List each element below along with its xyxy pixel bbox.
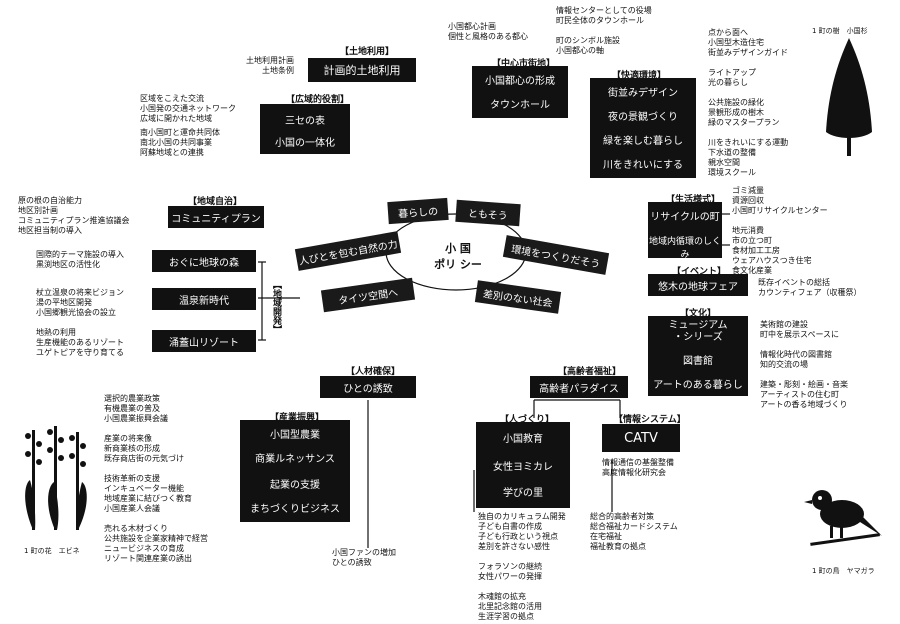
lifestyle-box: リサイクルの町 地域内循環のしくみ <box>648 202 722 260</box>
central-item-1: 小国都心の形成 <box>485 76 555 87</box>
industry-item-2: 商業ルネッサンス <box>255 454 335 465</box>
event-notes: 既存イベントの総括 カウンティフェア（収穫祭） <box>758 278 862 297</box>
regional-dev-box-3: 涌蓋山リゾート <box>152 330 256 352</box>
industry-notes: 選択的農業政策 有機農業の普及 小国農業振興会議 産業の将来像 新商業核の形成 … <box>104 394 208 563</box>
comfort-header: 【快適環境】 <box>612 71 667 81</box>
elderly-box: 高齢者パラダイス <box>530 376 628 398</box>
culture-item-3: アートのある暮らし <box>653 380 743 391</box>
education-item-3: 学びの里 <box>503 488 543 499</box>
petal-top-left: 暮らしの <box>387 197 449 225</box>
culture-header: 【文化】 <box>680 309 717 319</box>
info-sys-header: 【情報システム】 <box>614 415 686 425</box>
lifestyle-notes: ゴミ減量 資源回収 小国町リサイクルセンター 地元消費 市の立つ町 食材加工工房… <box>732 186 828 275</box>
lifestyle-item-1: リサイクルの町 <box>650 212 720 223</box>
flower-caption: 1 町の花 エビネ <box>24 547 80 555</box>
regional-dev-header: 【地域開発】 <box>271 280 281 334</box>
regional-item-2: 小国の一体化 <box>275 138 335 149</box>
center-title-line2: ポリ シー <box>434 258 482 271</box>
lifestyle-header: 【生活様式】 <box>666 195 721 205</box>
comfort-item-3: 緑を楽しむ暮らし <box>603 136 683 147</box>
culture-notes: 美術館の建設 町中を展示スペースに 情報化時代の図書館 知的交流の場 建築・彫刻… <box>760 320 848 409</box>
tree-caption: 1 町の樹 小国杉 <box>812 27 868 35</box>
regional-notes-2: 南小国町と運命共同体 南北小国の共同事業 阿蘇地域との連携 <box>140 128 220 157</box>
elderly-header: 【高齢者福祉】 <box>558 367 622 377</box>
industry-item-3: 起業の支援 <box>270 480 320 491</box>
culture-item-2: 図書館 <box>683 356 713 367</box>
regional-item-1: 三セの表 <box>285 116 325 127</box>
comfort-item-4: 川をきれいにする <box>602 160 684 171</box>
event-box: 悠木の地球フェア <box>648 274 748 296</box>
land-use-header: 【土地利用】 <box>340 47 395 57</box>
human-res-header: 【人材確保】 <box>346 367 401 377</box>
flower-illustration <box>25 426 87 530</box>
regional-dev-notes-3: 地熱の利用 生産機能のあるリゾート ユゲトピアを守り育てる <box>36 328 124 357</box>
education-item-2: 女性ヨミカレ <box>493 462 553 473</box>
industry-box: 小国型農業 商業ルネッサンス 起業の支援 まちづくりビジネス <box>240 420 350 522</box>
tree-illustration <box>826 38 872 156</box>
central-notes-left: 小国都心計画 個性と風格のある都心 <box>448 22 528 41</box>
autonomy-header: 【地域自治】 <box>188 197 243 207</box>
info-sys-box: CATV <box>602 424 680 452</box>
autonomy-notes: 原の根の自治能力 地区別計画 コミュニティプラン推進協議会 地区担当制の導入 <box>18 196 130 235</box>
education-item-1: 小国教育 <box>503 434 543 445</box>
culture-box: ミュージアム ・シリーズ 図書館 アートのある暮らし <box>648 316 748 396</box>
regional-dev-box-1: おぐに地球の森 <box>152 250 256 272</box>
comfort-notes: 点から面へ 小国型木造住宅 街並みデザインガイド ライトアップ 光の暮らし 公共… <box>708 28 789 177</box>
central-item-2: タウンホール <box>490 100 550 111</box>
education-notes: 独自のカリキュラム開発 子ども白書の作成 子ども行政という視点 差別を許さない感… <box>478 512 566 621</box>
regional-header: 【広域的役割】 <box>286 95 350 105</box>
regional-box: 三セの表 小国の一体化 <box>260 104 350 154</box>
center-title: 小 国 ポリ シー <box>418 240 498 272</box>
bird-caption: 1 町の鳥 ヤマガラ <box>812 567 875 575</box>
culture-item-1: ミュージアム ・シリーズ <box>668 320 728 343</box>
regional-dev-notes-2: 杖立温泉の将来ビジョン 湯の平地区開発 小国郷観光協会の設立 <box>36 288 124 317</box>
bird-illustration <box>804 490 882 546</box>
central-header: 【中心市街地】 <box>492 59 556 69</box>
elderly-notes: 総合的高齢者対策 総合福祉カードシステム 在宅福祉 福祉教育の拠点 <box>590 512 678 551</box>
comfort-item-1: 街並みデザイン <box>608 88 678 99</box>
human-res-notes: 小国ファンの増加 ひとの誘致 <box>332 548 396 567</box>
comfort-box: 街並みデザイン 夜の景観づくり 緑を楽しむ暮らし 川をきれいにする <box>590 78 696 178</box>
education-header: 【人づくり】 <box>500 415 555 425</box>
human-res-box: ひとの誘致 <box>320 376 416 398</box>
regional-notes-1: 区域をこえた交流 小国発の交通ネットワーク 広域に開かれた地域 <box>140 94 236 123</box>
land-use-box: 計画的土地利用 <box>308 58 416 82</box>
land-use-notes: 土地利用計画 土地条例 <box>246 56 294 75</box>
industry-item-4: まちづくりビジネス <box>250 504 340 515</box>
petal-top-right: ともそう <box>455 199 521 227</box>
central-box: 小国都心の形成 タウンホール <box>472 66 568 118</box>
autonomy-box: コミュニティプラン <box>168 206 264 228</box>
info-sys-notes: 情報通信の基盤整備 高度情報化研究会 <box>602 458 674 477</box>
regional-dev-notes-1: 国際的テーマ施設の導入 黒渕地区の活性化 <box>36 250 124 269</box>
education-box: 小国教育 女性ヨミカレ 学びの里 <box>476 422 570 508</box>
center-title-line1: 小 国 <box>445 242 471 255</box>
comfort-item-2: 夜の景観づくり <box>608 112 678 123</box>
industry-header: 【産業振興】 <box>270 413 325 423</box>
central-notes-right: 情報センターとしての役場 町民全体のタウンホール 町のシンボル施設 小国都心の軸 <box>556 6 652 55</box>
industry-item-1: 小国型農業 <box>270 430 320 441</box>
event-header: 【イベント】 <box>672 267 727 277</box>
lifestyle-item-2: 地域内循環のしくみ <box>648 237 721 260</box>
regional-dev-box-2: 温泉新時代 <box>152 288 256 310</box>
